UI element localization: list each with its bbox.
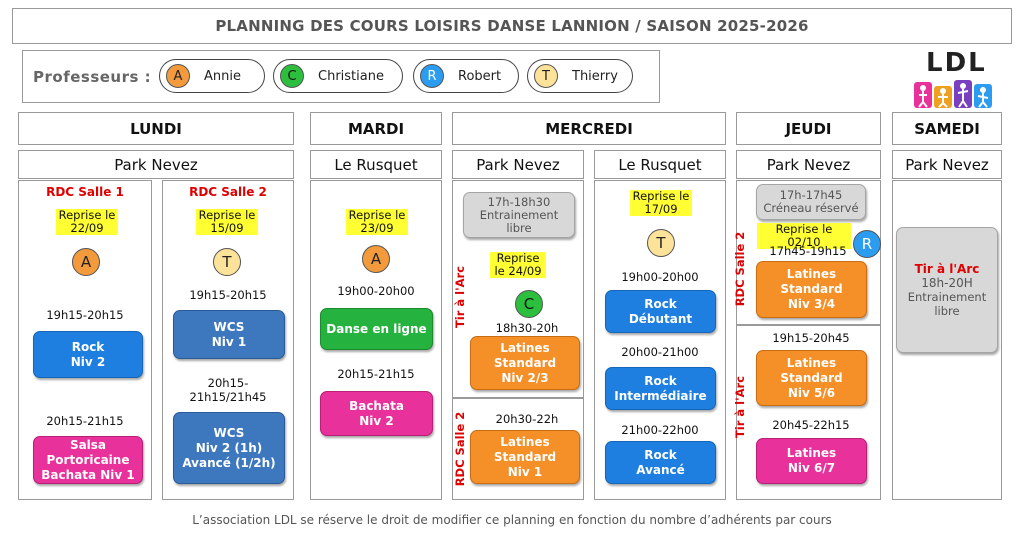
prof-thierry: T Thierry (527, 59, 633, 93)
day-header-lundi: LUNDI (18, 112, 294, 145)
prof-annie-name: Annie (204, 68, 241, 84)
day-header-mercredi: MERCREDI (452, 112, 726, 145)
day-header-jeudi: JEUDI (736, 112, 881, 145)
samedi-room: Tir à l'Arc (914, 262, 980, 276)
lundi-salle2-slot2-time: 20h15-21h15/21h45 (189, 376, 267, 404)
professeurs-legend: Professeurs : A Annie C Christiane R Rob… (22, 50, 660, 103)
jeudi-reprise: Reprise le 02/10 (757, 223, 851, 249)
mardi-slot2-time: 20h15-21h15 (337, 367, 415, 381)
page-title-bar: PLANNING DES COURS LOISIRS DANSE LANNION… (12, 8, 1012, 44)
jeudi-room-salle2: RDC Salle 2 (733, 231, 747, 307)
footer-note: L’association LDL se réserve le droit de… (192, 513, 832, 527)
mardi-prof-badge: A (362, 245, 390, 273)
lundi-salle1-room: RDC Salle 1 (46, 185, 124, 199)
mercredi-lr-slot3-time: 21h00-22h00 (621, 423, 699, 437)
prof-robert-badge: R (420, 64, 444, 88)
professeurs-label: Professeurs : (33, 67, 152, 86)
dancers-logo-icon (914, 80, 992, 108)
prof-christiane-name: Christiane (318, 68, 384, 84)
prof-christiane-badge: C (280, 64, 304, 88)
mercredi-room-salle2: RDC Salle 2 (453, 411, 467, 487)
day-header-mardi: MARDI (310, 112, 442, 145)
mercredi-pn-prof-badge: C (515, 290, 543, 318)
mardi-reprise: Reprise le 23/09 (346, 209, 408, 235)
mercredi-lr-prof-badge: T (647, 229, 675, 257)
venue-samedi: Park Nevez (892, 150, 1002, 179)
lundi-salle2-slot1-time: 19h15-20h15 (189, 288, 267, 302)
jeudi-slot3-time: 20h45-22h15 (772, 418, 850, 432)
venue-lundi: Park Nevez (18, 150, 294, 179)
lundi-salle2-room: RDC Salle 2 (189, 185, 267, 199)
venue-mardi: Le Rusquet (310, 150, 442, 179)
logo-text: LDL (926, 48, 987, 78)
page-title: PLANNING DES COURS LOISIRS DANSE LANNION… (215, 17, 809, 35)
mercredi-room-arc: Tir à l'Arc (453, 265, 467, 329)
lundi-salle2-reprise: Reprise le 15/09 (196, 209, 258, 235)
samedi-entrainement-libre: Tir à l'Arc 18h-20H Entrainement libre (896, 227, 998, 353)
jeudi-slot2-time: 19h15-20h45 (772, 331, 850, 345)
mercredi-pn-slot2-time: 20h30-22h (495, 412, 559, 426)
venue-jeudi: Park Nevez (736, 150, 881, 179)
venue-mercredi-park-nevez: Park Nevez (452, 150, 584, 179)
mercredi-lr-reprise: Reprise le 17/09 (630, 190, 692, 216)
jeudi-slot1-time: 17h45-19h15 (769, 244, 847, 258)
mardi-slot1-time: 19h00-20h00 (337, 284, 415, 298)
prof-annie: A Annie (159, 59, 265, 93)
mercredi-lr-slot2-time: 20h00-21h00 (621, 345, 699, 359)
venue-mercredi-rusquet: Le Rusquet (594, 150, 726, 179)
course-danse-en-ligne[interactable]: Danse en ligne (320, 308, 433, 350)
day-header-samedi: SAMEDI (892, 112, 1002, 145)
mercredi-lr-slot1-time: 19h00-20h00 (621, 270, 699, 284)
lundi-salle1-reprise: Reprise le 22/09 (56, 209, 118, 235)
lundi-salle1-prof-badge: A (72, 248, 100, 276)
prof-annie-badge: A (166, 64, 190, 88)
mercredi-pn-reprise: Reprise le 24/09 (490, 252, 546, 278)
jeudi-room-arc: Tir à l'Arc (733, 375, 747, 439)
prof-thierry-badge: T (534, 64, 558, 88)
jeudi-prof-badge: R (853, 230, 881, 258)
ldl-logo: LDL (912, 48, 1008, 110)
prof-robert-name: Robert (458, 68, 502, 84)
prof-robert: R Robert (413, 59, 519, 93)
lundi-salle2-prof-badge: T (213, 248, 241, 276)
lundi-salle1-slot1-time: 19h15-20h15 (46, 308, 124, 322)
prof-thierry-name: Thierry (572, 68, 618, 84)
prof-christiane: C Christiane (273, 59, 403, 93)
mercredi-pn-slot1-time: 18h30-20h (495, 321, 559, 335)
lundi-salle1-slot2-time: 20h15-21h15 (46, 414, 124, 428)
